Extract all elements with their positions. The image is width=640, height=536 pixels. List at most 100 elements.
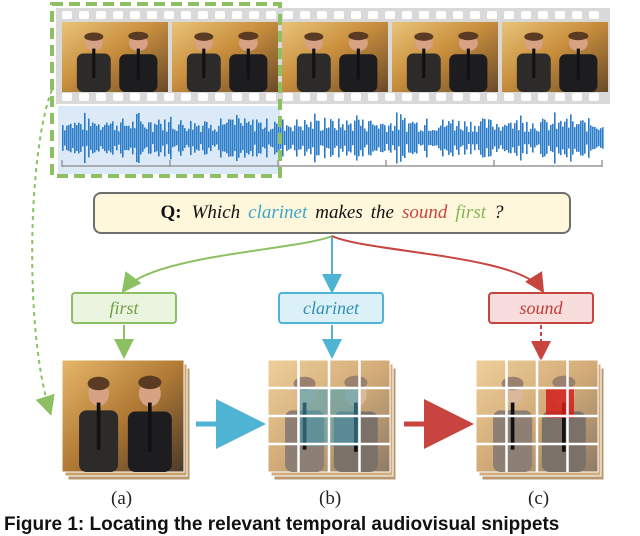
film-hole: [487, 93, 497, 101]
keyword-first-box: first: [71, 292, 177, 324]
film-hole: [538, 11, 548, 19]
keyword-clarinet-box: clarinet: [278, 292, 384, 324]
film-hole: [334, 11, 344, 19]
film-hole: [62, 11, 72, 19]
film-hole: [521, 11, 531, 19]
film-hole: [334, 93, 344, 101]
question-to-first-arrow: [121, 235, 333, 294]
film-hole: [249, 11, 259, 19]
frame-people: [76, 31, 158, 92]
frame-people: [186, 31, 268, 92]
film-hole: [266, 11, 276, 19]
question-mark: ?: [494, 202, 504, 223]
film-hole: [113, 11, 123, 19]
film-hole: [317, 93, 327, 101]
film-hole: [283, 93, 293, 101]
panel-a-frames: [61, 359, 191, 481]
film-hole: [198, 93, 208, 101]
film-hole: [79, 11, 89, 19]
film-hole: [402, 11, 412, 19]
frame-people: [296, 31, 378, 92]
film-hole: [300, 11, 310, 19]
film-hole: [130, 11, 140, 19]
film-hole: [300, 93, 310, 101]
film-hole: [62, 93, 72, 101]
film-hole: [504, 11, 514, 19]
question-word: makes: [315, 202, 363, 223]
film-hole: [504, 93, 514, 101]
film-hole: [215, 11, 225, 19]
film-hole: [351, 93, 361, 101]
film-holes-bottom: [62, 93, 599, 101]
panel-c-frames: [475, 359, 605, 481]
video-frames: [62, 22, 608, 92]
film-hole: [215, 93, 225, 101]
question-word-sound: sound: [401, 202, 448, 223]
frame-people: [516, 31, 598, 92]
panel-b-label: (b): [319, 488, 342, 509]
film-hole: [147, 93, 157, 101]
question-word-clarinet: clarinet: [248, 202, 308, 223]
film-hole: [232, 11, 242, 19]
film-hole: [147, 11, 157, 19]
film-hole: [436, 11, 446, 19]
film-hole: [181, 11, 191, 19]
film-hole: [589, 11, 599, 19]
question-to-sound-arrow: [331, 235, 545, 294]
question-word: the: [370, 202, 394, 223]
question-prefix: Q:: [160, 202, 182, 223]
panel-a-label: (a): [111, 488, 133, 509]
film-hole: [283, 11, 293, 19]
film-hole: [181, 93, 191, 101]
panel-c-grid: [476, 360, 598, 472]
film-hole: [130, 93, 140, 101]
film-hole: [96, 93, 106, 101]
film-hole: [232, 93, 242, 101]
film-hole: [555, 11, 565, 19]
film-strip: [56, 8, 610, 104]
question-box: Q: Which clarinet makes the sound first …: [93, 192, 571, 234]
question-word: Which: [191, 202, 241, 223]
film-hole: [351, 11, 361, 19]
film-hole: [164, 11, 174, 19]
snippet-to-a-arrow: [31, 89, 55, 416]
film-hole: [419, 93, 429, 101]
film-hole: [419, 11, 429, 19]
panel-b-grid: [268, 360, 390, 472]
sound-attention-region: [546, 388, 574, 418]
film-hole: [521, 93, 531, 101]
film-hole: [470, 93, 480, 101]
film-holes-top: [62, 11, 599, 19]
film-hole: [589, 93, 599, 101]
film-hole: [402, 93, 412, 101]
film-hole: [249, 93, 259, 101]
question-word-first: first: [455, 202, 486, 223]
film-hole: [453, 11, 463, 19]
film-hole: [164, 93, 174, 101]
waveform-axis: [61, 160, 603, 167]
figure-caption: Figure 1: Locating the relevant temporal…: [4, 514, 560, 535]
film-hole: [453, 93, 463, 101]
film-hole: [113, 93, 123, 101]
film-hole: [487, 11, 497, 19]
panel-b-frames: [267, 359, 397, 481]
film-hole: [555, 93, 565, 101]
keyword-sound-box: sound: [488, 292, 594, 324]
film-hole: [436, 93, 446, 101]
film-hole: [317, 11, 327, 19]
film-hole: [96, 11, 106, 19]
film-hole: [266, 93, 276, 101]
audio-waveform: [62, 112, 604, 164]
film-hole: [368, 11, 378, 19]
film-hole: [385, 93, 395, 101]
film-hole: [572, 11, 582, 19]
film-hole: [198, 11, 208, 19]
film-hole: [385, 11, 395, 19]
film-hole: [368, 93, 378, 101]
film-hole: [572, 93, 582, 101]
film-hole: [470, 11, 480, 19]
film-hole: [79, 93, 89, 101]
panel-c-label: (c): [528, 488, 550, 509]
film-hole: [538, 93, 548, 101]
